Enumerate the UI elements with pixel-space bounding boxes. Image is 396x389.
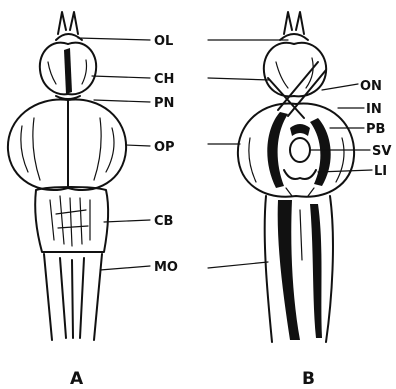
pituitary-body-b <box>290 124 310 162</box>
label-mo: MO <box>154 260 178 275</box>
medulla-b <box>265 196 333 342</box>
label-sv: SV <box>372 144 391 159</box>
medulla-oblongata-a <box>44 254 102 340</box>
label-pn: PN <box>154 96 174 111</box>
olfactory-lobe-a <box>56 12 82 40</box>
brain-ventral-view: ON IN PB SV LI B <box>208 12 391 389</box>
label-pb: PB <box>366 122 385 137</box>
cerebellum-a <box>35 187 108 252</box>
caption-b: B <box>302 369 315 389</box>
label-in: IN <box>366 102 382 117</box>
caption-a: A <box>70 369 84 389</box>
label-ol: OL <box>154 34 173 49</box>
label-on: ON <box>360 79 382 94</box>
olfactory-lobe-b <box>280 12 308 40</box>
cerebral-hemispheres-a <box>40 43 96 95</box>
leader-lines-a <box>78 38 150 270</box>
optic-lobes-a <box>8 100 126 191</box>
label-li: LI <box>374 164 387 179</box>
label-cb: CB <box>154 214 173 229</box>
brain-dorsal-view: OL CH PN OP CB MO A <box>8 12 178 389</box>
label-ch: CH <box>154 72 174 87</box>
label-op: OP <box>154 140 175 155</box>
lobi-inferiores-b <box>284 170 316 196</box>
